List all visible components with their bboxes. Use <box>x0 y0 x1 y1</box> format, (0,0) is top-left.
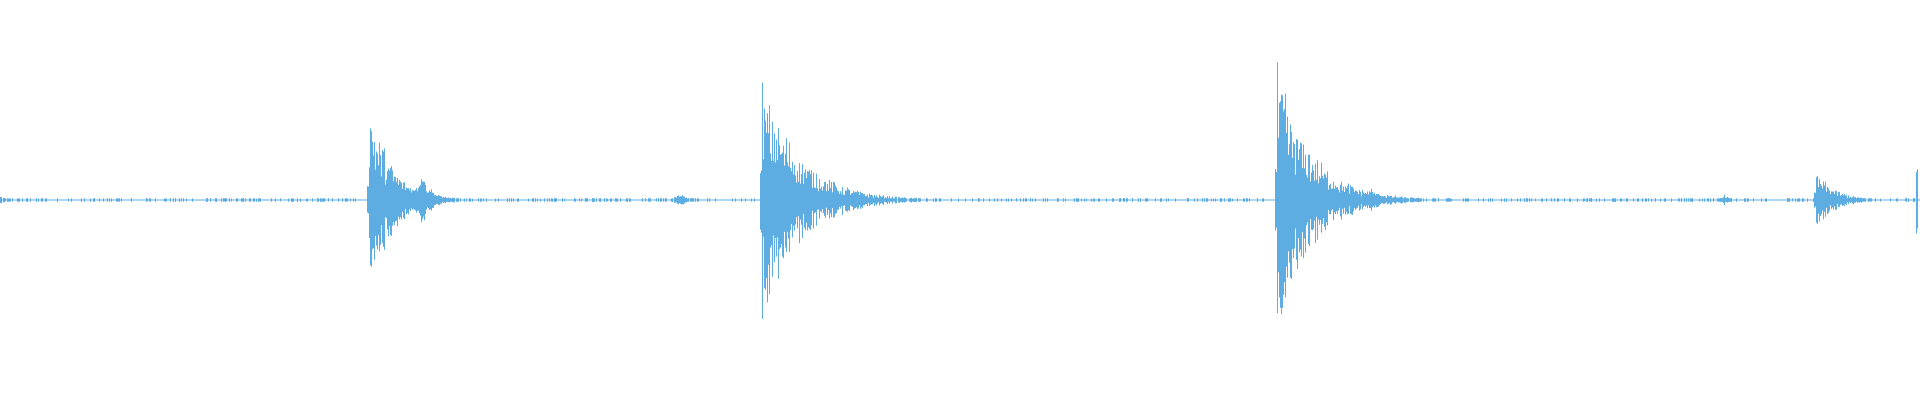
waveform-samples <box>0 62 1918 319</box>
